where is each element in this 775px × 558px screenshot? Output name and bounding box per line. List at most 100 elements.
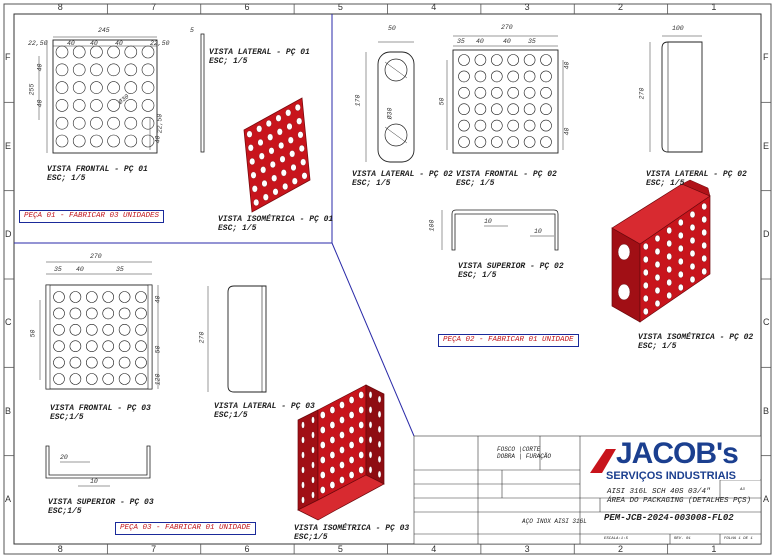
zone-number: 6	[244, 2, 250, 12]
p3-isometric-view	[297, 384, 385, 521]
p2-hole	[540, 136, 552, 148]
p1-hole	[90, 45, 103, 59]
p2-hole	[458, 70, 470, 83]
p2-hole	[523, 70, 536, 83]
p2-hole	[490, 136, 503, 148]
p2-superior-title: VISTA SUPERIOR - PÇ 02	[458, 262, 564, 271]
p3-hole	[86, 291, 98, 303]
dim-p2-sup-b: 10	[484, 218, 492, 225]
p3-iso-hole	[329, 421, 336, 429]
p3-iso-hole	[319, 441, 326, 449]
p2-iso-hole	[654, 286, 661, 295]
p2-hole	[507, 87, 520, 99]
p3-iso-hole	[348, 471, 355, 479]
p2-iso-hole	[701, 215, 708, 224]
p2-iso-hole	[701, 254, 708, 263]
p2-lateral-left-title: VISTA LATERAL - PÇ 02	[352, 170, 453, 179]
process-field: FOSCO |CORTE DOBRA | FURAÇÃO	[497, 446, 552, 460]
p1-iso-hole	[272, 188, 279, 196]
p3-iso-hole	[301, 436, 305, 444]
p3-iso-hole	[339, 446, 345, 454]
p3-iso-hole	[377, 395, 382, 403]
dim-p1-c: 40	[90, 40, 98, 47]
p1-iso-hole	[246, 130, 253, 138]
p3-iso-title: VISTA ISOMÉTRICA - PÇ 03	[294, 524, 410, 533]
p2-iso-hole	[678, 244, 684, 253]
p3-hole	[69, 356, 82, 369]
p1-hole	[107, 116, 120, 130]
p3-iso-hole	[377, 425, 382, 433]
p1-iso-hole	[282, 182, 289, 191]
p2-hole	[458, 103, 470, 115]
zone-letter: A	[763, 493, 770, 504]
zone-number: 6	[244, 544, 250, 554]
p3-iso-hole	[377, 440, 382, 448]
p1-lateral-view	[200, 33, 205, 153]
p2-lateral-right-title: VISTA LATERAL - PÇ 02	[646, 170, 747, 179]
dim-p2-lat-height: 170	[354, 94, 362, 107]
p2-hole	[458, 136, 470, 148]
p2-iso-hole	[666, 252, 673, 261]
p3-iso-hole	[348, 441, 355, 449]
p1-iso-hole	[298, 144, 305, 153]
zone-letter: B	[5, 405, 12, 416]
p3-hole	[135, 307, 147, 320]
p2-iso-hole	[666, 265, 673, 274]
p3-hole	[118, 323, 131, 336]
p2-hole	[490, 70, 503, 83]
dim-p3-c: 35	[116, 266, 124, 273]
p1-iso-hole	[289, 150, 296, 158]
p3-hole	[135, 323, 147, 336]
p2-frontal-view	[446, 35, 564, 154]
zone-number: 5	[337, 544, 343, 554]
p3-iso-hole	[348, 396, 355, 404]
p2-iso-hole	[643, 268, 649, 277]
p2-hole	[507, 136, 520, 148]
p3-hole	[69, 291, 82, 303]
p3-iso-scale: ESC;1/5	[294, 533, 328, 542]
scale-field: ESCALA:1:5	[604, 537, 629, 541]
p1-iso-hole	[290, 163, 297, 172]
p1-hole	[141, 99, 155, 112]
p1-iso-hole	[249, 157, 256, 166]
p3-iso-hole	[377, 455, 382, 463]
p3-hole	[135, 291, 147, 303]
p2-hole	[458, 87, 470, 99]
p2-iso-hole	[689, 262, 696, 271]
p3-hole	[69, 340, 82, 353]
p3-iso-hole	[319, 486, 326, 494]
p3-iso-hole	[348, 426, 355, 434]
p2-hole	[474, 119, 487, 132]
p1-iso-hole	[301, 172, 308, 180]
p2-iso-hole	[701, 202, 708, 211]
zone-letter: C	[763, 317, 770, 328]
zone-number: 8	[57, 544, 63, 554]
p3-iso-hole	[329, 481, 336, 489]
p3-hole	[102, 373, 114, 385]
p3-frontal-scale: ESC;1/5	[50, 413, 84, 422]
p1-hole	[90, 116, 103, 130]
p3-lateral-title: VISTA LATERAL - PÇ 03	[214, 402, 315, 411]
p3-iso-hole	[329, 451, 336, 459]
p1-frontal-scale: ESC; 1/5	[47, 174, 86, 183]
region-dividers	[14, 14, 415, 437]
p1-hole	[124, 134, 138, 148]
p3-iso-hole	[358, 421, 365, 429]
zone-number: 2	[617, 544, 623, 554]
zone-ticks	[4, 4, 771, 554]
p2-frontal-title: VISTA FRONTAL - PÇ 02	[456, 170, 557, 179]
p3-iso-hole	[311, 431, 315, 439]
p1-hole	[107, 99, 120, 112]
dim-p1-height: 255	[28, 83, 36, 96]
p2-hole	[540, 54, 552, 66]
zone-letter: F	[5, 52, 11, 63]
p3-iso-hole	[348, 456, 355, 464]
p3-iso-hole	[368, 421, 373, 429]
p3-hole	[118, 291, 131, 303]
p1-hole	[55, 134, 69, 148]
p3-iso-hole	[339, 461, 345, 469]
p2-hole	[507, 103, 520, 115]
p2-iso-hole	[666, 226, 673, 235]
p3-iso-hole	[339, 416, 345, 424]
